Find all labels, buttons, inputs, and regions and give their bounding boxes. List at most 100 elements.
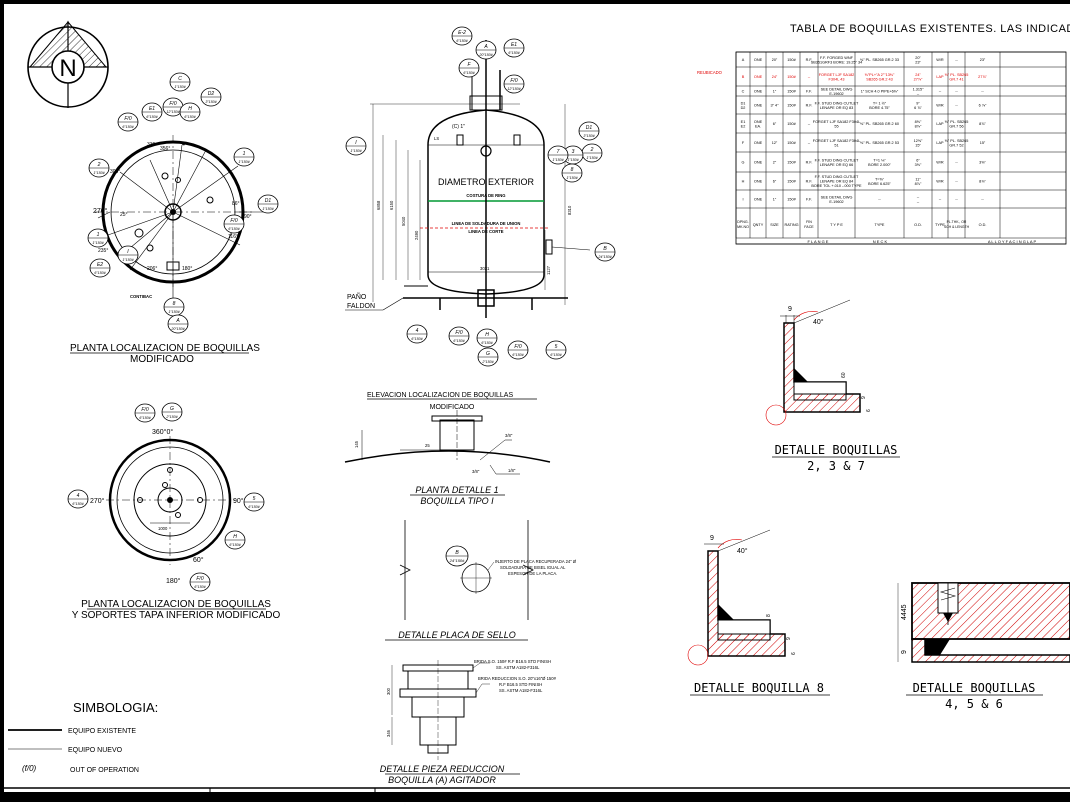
- reduccion-title: DETALLE PIEZA REDUCCION: [380, 764, 505, 774]
- contibac-label: CONTIBAC: [130, 294, 152, 299]
- nozzle-bubble-size: 6"150#: [481, 341, 493, 345]
- d237-dim-9: 9: [788, 306, 792, 313]
- table-cell-qty: ONE: [754, 90, 763, 94]
- sello-note-3: ESPESOR DE LA PLACA.: [508, 571, 557, 576]
- table-cell-pl: GR.7 41: [949, 77, 963, 81]
- table-cell-neck: BORE 2.000": [868, 163, 891, 167]
- nozzle-bubble: 81"150#: [561, 163, 583, 183]
- angle-90: 90°: [244, 214, 252, 220]
- legend-oop: OUT OF OPERATION: [70, 767, 139, 774]
- nozzle-bubble: F/06"150#: [189, 572, 211, 592]
- table-cell-type: F.F. STUD DING CUTLET: [815, 175, 859, 179]
- nozzle-bubble: H 6"150#: [224, 530, 246, 550]
- nozzle-bubble-mark: H: [233, 534, 237, 540]
- pb-angle-360: 360°0°: [152, 428, 173, 436]
- table-cell-od: 8⅞": [915, 124, 922, 128]
- elev-pano: PAÑO: [347, 292, 367, 301]
- nozzle-bubble-size: 6"150#: [139, 416, 151, 420]
- nozzle-bubble-mark: E1: [511, 42, 517, 48]
- seal-plate-detail: INJERTO DE PLACA RECUPERADA 24" Ø SOLDAD…: [385, 520, 577, 641]
- nozzle-bubble-size: 1"150#: [168, 310, 180, 314]
- nozzle-bubble-size: 1"150#: [174, 85, 186, 89]
- nozzle-bubble-size: 6"150#: [229, 543, 241, 547]
- nozzle-bubble-size: 6"150#: [94, 271, 106, 275]
- table-cell-neck: ⅜"PL+"A 2""13⅜": [865, 73, 895, 77]
- table-header-od: O.D.: [914, 223, 922, 227]
- nozzle-bubble: D2 3"150#: [200, 87, 222, 107]
- nozzle-bubble: 21"150#: [581, 143, 603, 163]
- nozzle-bubble-size: 1"150#: [566, 176, 578, 180]
- nozzle-bubble-size: 2"150#: [165, 415, 178, 419]
- d237-dim-9b: 9: [861, 396, 867, 399]
- nozzle-bubble-mark: D2: [208, 91, 215, 97]
- nozzle-bubble-size: 6"150#: [184, 115, 196, 119]
- nozzle-bubble-mark: F/0: [514, 344, 521, 350]
- plan-bottom-subtitle: Y SOPORTES TAPA INFERIOR MODIFICADO: [72, 610, 281, 621]
- table-cell-pl: --: [955, 90, 958, 94]
- nozzle-bubble-mark: 2: [97, 162, 101, 168]
- table-cell-rating: 150#: [787, 90, 796, 94]
- plan-top-bubbles: C1"150#D23"150#E16"150#F/06"150#F/012"15…: [87, 72, 279, 334]
- nozzle-bubble: H6"150#: [179, 102, 201, 122]
- nozzle-bubble-mark: 8: [173, 301, 176, 307]
- table-cell-size: 20": [772, 58, 778, 62]
- table-cell-od: 1.315": [913, 87, 925, 91]
- red-dim-300: 300: [386, 687, 391, 695]
- plan-top-view: 336 356° 4° 300° 270° 25° 235° 206° 180°…: [70, 72, 279, 365]
- nozzle-bubble-size: 20"150#: [478, 53, 493, 57]
- table-cell-pl: --: [955, 104, 958, 108]
- table-cell-rating: 150#: [787, 180, 796, 184]
- plan-bottom-title: PLANTA LOCALIZACION DE BOQUILLAS: [81, 599, 271, 610]
- elev-faldon: FALDON: [347, 303, 375, 310]
- nozzle-bubble-mark: F/0: [141, 407, 148, 413]
- red-dim-346: 346: [386, 729, 391, 737]
- table-cell-atype: W/R: [936, 180, 944, 184]
- angle-270: 270°: [93, 207, 108, 215]
- table-cell-face: F.F.: [806, 198, 812, 202]
- table-header-rating: RATING: [784, 223, 798, 227]
- nozzle-bubble: B24"150#: [594, 242, 616, 262]
- nozzle-bubble-size: 1"150#: [262, 207, 274, 211]
- dim-6150: 6150: [389, 200, 394, 210]
- table-cell-neck: ⅜" PL. SB265 GR.2 60: [860, 122, 899, 126]
- table-cell-pl: ⅜" PL. SB265: [945, 73, 969, 77]
- elevation-bubbles: E-26"150#A20"150#E16"150#F6"150#F/012"15…: [345, 26, 616, 367]
- table-cell-rating: 150#: [787, 122, 796, 126]
- plan-top-title: PLANTA LOCALIZACION DE BOQUILLAS: [70, 343, 260, 354]
- nozzle-bubble-size: 3"150#: [583, 134, 595, 138]
- table-cell-od: 6": [916, 158, 920, 162]
- nozzle-bubble-size: 1"150#: [567, 158, 579, 162]
- table-cell-neck: --: [878, 198, 881, 202]
- table-cell-type: FORGET LJF SA182: [819, 73, 855, 77]
- table-cell-size: 1": [773, 198, 777, 202]
- d456-dim-4445: 4445: [901, 604, 908, 620]
- nozzle-bubble: F/012"150#: [503, 74, 525, 94]
- nozzle-bubble-size: 3"150#: [205, 100, 217, 104]
- table-cell-mk: B: [742, 75, 745, 79]
- table-cell-atype: --: [939, 90, 942, 94]
- table-header-size: SIZE: [770, 223, 779, 227]
- nozzle-bubble-size: 6"150#: [411, 337, 423, 341]
- nozzle-bubble-mark: I: [355, 140, 357, 146]
- nozzle-bubble-size: 6"150#: [228, 227, 240, 231]
- nozzle-bubble-mark: E1: [149, 106, 155, 112]
- table-cell-atype: W/R: [936, 161, 944, 165]
- angle-356: 356°: [160, 146, 170, 152]
- nozzle-bubble-mark: 5: [555, 344, 558, 350]
- detail-8: 9 40° 8 9 6 DETALLE BOQUILLA 8: [687, 529, 830, 696]
- red-note-1: BRIDA S.O. 150# R.F B16.5 STD FINISH: [474, 659, 551, 664]
- nozzle-bubble-size: 1"150#: [350, 149, 362, 153]
- d1-dim-38b: 3/8": [472, 469, 480, 474]
- nozzle-bubble-size: 6"150#: [72, 502, 84, 506]
- nozzle-bubble-mark: A: [175, 318, 180, 324]
- table-cell-pl: --: [955, 198, 958, 202]
- table-header-mk: DPNG.: [737, 220, 748, 224]
- table-cell-neck: ⅜" PL. SB265 GR.2 33: [860, 58, 899, 62]
- nozzle-bubble-mark: G: [170, 406, 174, 412]
- nozzle-bubble-size: 6"150#: [456, 39, 468, 43]
- table-cell-type: 51: [834, 143, 838, 147]
- table-group-neck: N E C K: [873, 239, 888, 244]
- d8-dim-9: 9: [710, 535, 714, 542]
- angle-116: 116°: [228, 234, 238, 240]
